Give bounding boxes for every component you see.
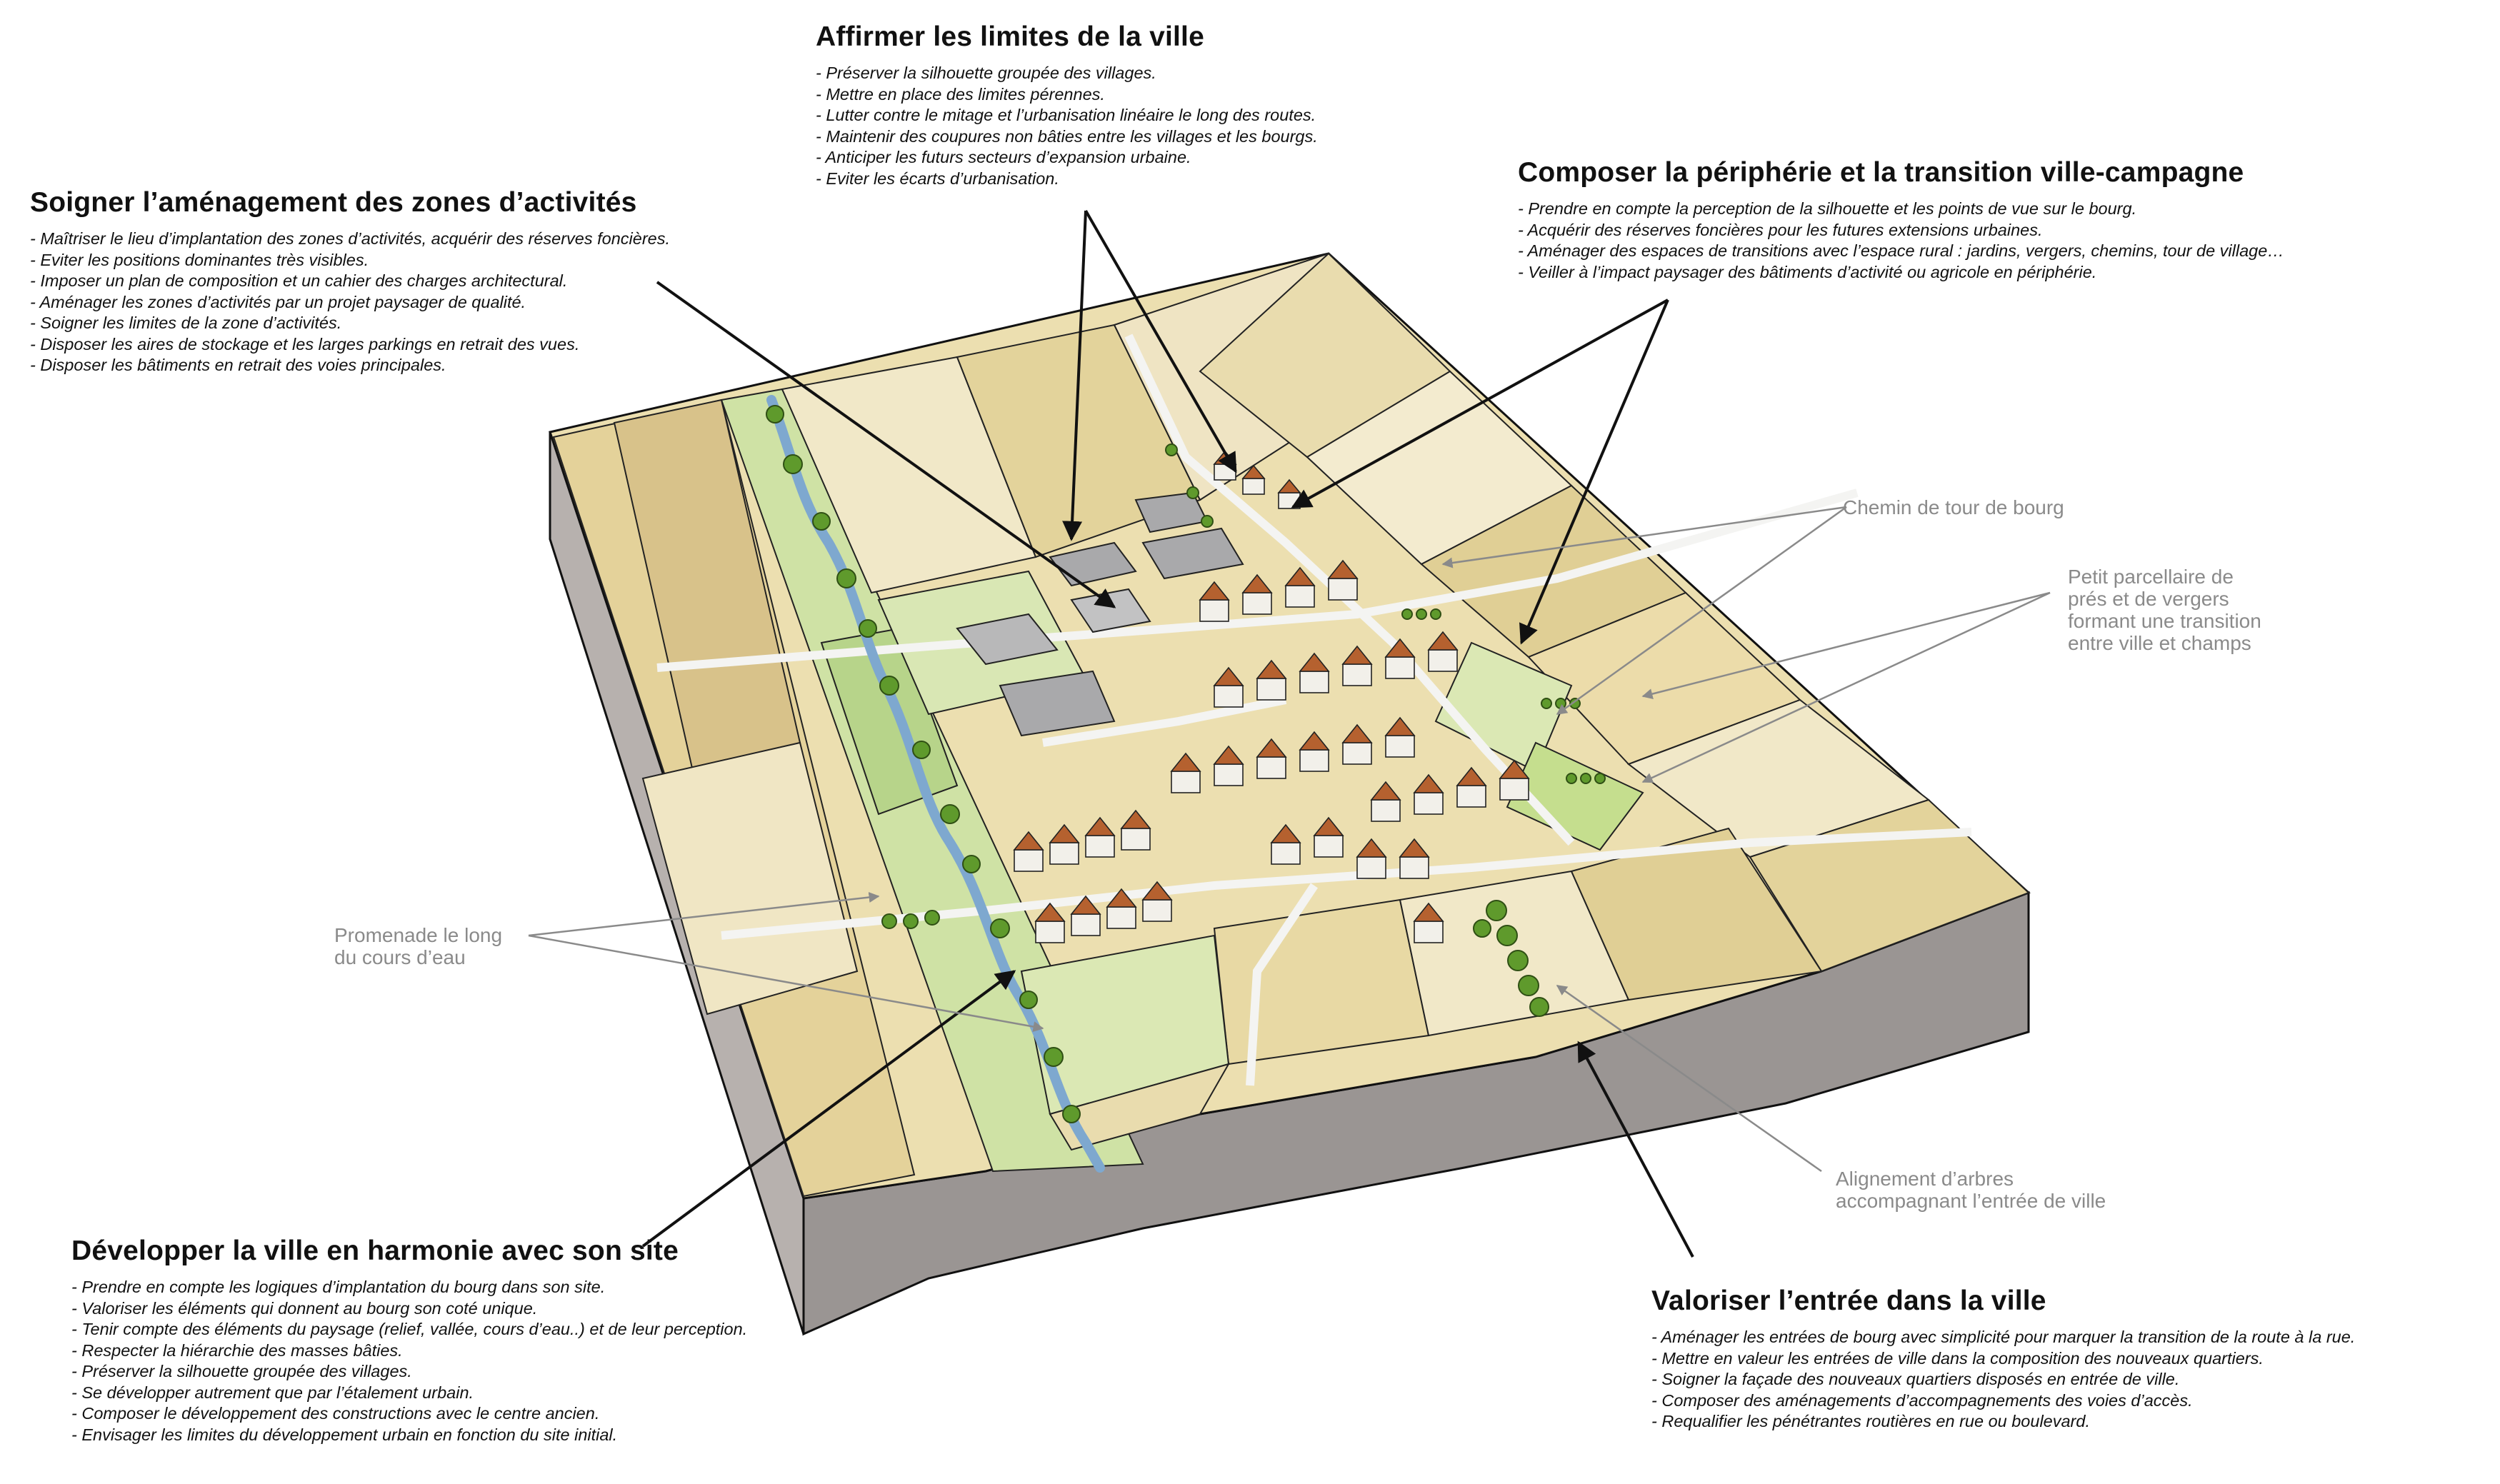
town-houses — [1013, 450, 1530, 943]
list-item: Valoriser les éléments qui donnent au bo… — [71, 1298, 747, 1320]
list-item: Imposer un plan de composition et un cah… — [30, 271, 670, 292]
list-item: Composer des aménagements d’accompagneme… — [1651, 1390, 2355, 1412]
list-item: Disposer les bâtiments en retrait des vo… — [30, 355, 670, 376]
list-item: Requalifier les pénétrantes routières en… — [1651, 1411, 2355, 1433]
list-item: Mettre en valeur les entrées de ville da… — [1651, 1348, 2355, 1370]
callout-alignement: Alignement d’arbres accompagnant l’entré… — [1836, 1168, 2106, 1212]
list-item: Eviter les écarts d’urbanisation. — [816, 169, 1318, 190]
block-valoriser: Valoriser l’entrée dans la ville Aménage… — [1651, 1285, 2355, 1433]
list-item: Préserver la silhouette groupée des vill… — [71, 1361, 747, 1383]
callout-line: du cours d’eau — [334, 946, 466, 968]
list-item: Aménager des espaces de transitions avec… — [1518, 241, 2284, 262]
list-item: Prendre en compte la perception de la si… — [1518, 199, 2284, 220]
callout-line: entre ville et champs — [2068, 632, 2251, 654]
river-trees — [766, 405, 1081, 1123]
list-item: Acquérir des réserves foncières pour les… — [1518, 220, 2284, 241]
list-item: Mettre en place des limites pérennes. — [816, 84, 1318, 106]
callout-line: prés et de vergers — [2068, 588, 2229, 610]
block-title: Développer la ville en harmonie avec son… — [71, 1235, 679, 1266]
list-item: Veiller à l’impact paysager des bâtiment… — [1518, 262, 2284, 284]
callout-line: formant une transition — [2068, 610, 2261, 632]
list-item: Disposer les aires de stockage et les la… — [30, 334, 670, 356]
callout-line: accompagnant l’entrée de ville — [1836, 1190, 2106, 1212]
block-soigner: Soigner l’aménagement des zones d’activi… — [30, 187, 670, 376]
list-item: Envisager les limites du développement u… — [71, 1425, 747, 1446]
block-title: Soigner l’aménagement des zones d’activi… — [30, 187, 637, 218]
block-composer: Composer la périphérie et la transition … — [1518, 157, 2284, 283]
block-affirmer: Affirmer les limites de la ville Préserv… — [816, 21, 1318, 189]
block-developper: Développer la ville en harmonie avec son… — [71, 1235, 747, 1445]
callout-line: Chemin de tour de bourg — [1843, 496, 2064, 518]
callout-parcellaire: Petit parcellaire de prés et de vergers … — [2068, 566, 2261, 654]
list-item: Maîtriser le lieu d’implantation des zon… — [30, 229, 670, 250]
callout-leaders — [528, 506, 2051, 1173]
list-item: Aménager les entrées de bourg avec simpl… — [1651, 1327, 2355, 1348]
callout-line: Alignement d’arbres — [1836, 1168, 2014, 1190]
callout-promenade: Promenade le long du cours d’eau — [334, 924, 502, 968]
list-item: Maintenir des coupures non bâties entre … — [816, 126, 1317, 148]
list-item: Composer le développement des constructi… — [71, 1403, 747, 1425]
list-item: Se développer autrement que par l’étalem… — [71, 1383, 747, 1404]
block-title: Valoriser l’entrée dans la ville — [1651, 1285, 2046, 1316]
callout-line: Promenade le long — [334, 924, 503, 946]
list-item: Tenir compte des éléments du paysage (re… — [71, 1319, 747, 1340]
list-item: Soigner la façade des nouveaux quartiers… — [1651, 1369, 2355, 1390]
list-item: Respecter la hiérarchie des masses bâtie… — [71, 1340, 747, 1362]
callout-line: Petit parcellaire de — [2068, 566, 2234, 588]
list-item: Eviter les positions dominantes très vis… — [30, 250, 670, 271]
list-item: Soigner les limites de la zone d’activit… — [30, 313, 670, 334]
callout-chemin: Chemin de tour de bourg — [1843, 496, 2064, 518]
list-item: Lutter contre le mitage et l’urbanisatio… — [816, 105, 1318, 126]
list-item: Aménager les zones d’activités par un pr… — [30, 292, 670, 314]
block-title: Composer la périphérie et la transition … — [1518, 157, 2244, 188]
list-item: Préserver la silhouette groupée des vill… — [816, 63, 1318, 84]
block-title: Affirmer les limites de la ville — [816, 21, 1204, 52]
list-item: Anticiper les futurs secteurs d’expansio… — [816, 147, 1318, 169]
entry-trees — [1165, 443, 1606, 1017]
annotation-arrows — [641, 210, 1694, 1258]
list-item: Prendre en compte les logiques d’implant… — [71, 1277, 747, 1298]
